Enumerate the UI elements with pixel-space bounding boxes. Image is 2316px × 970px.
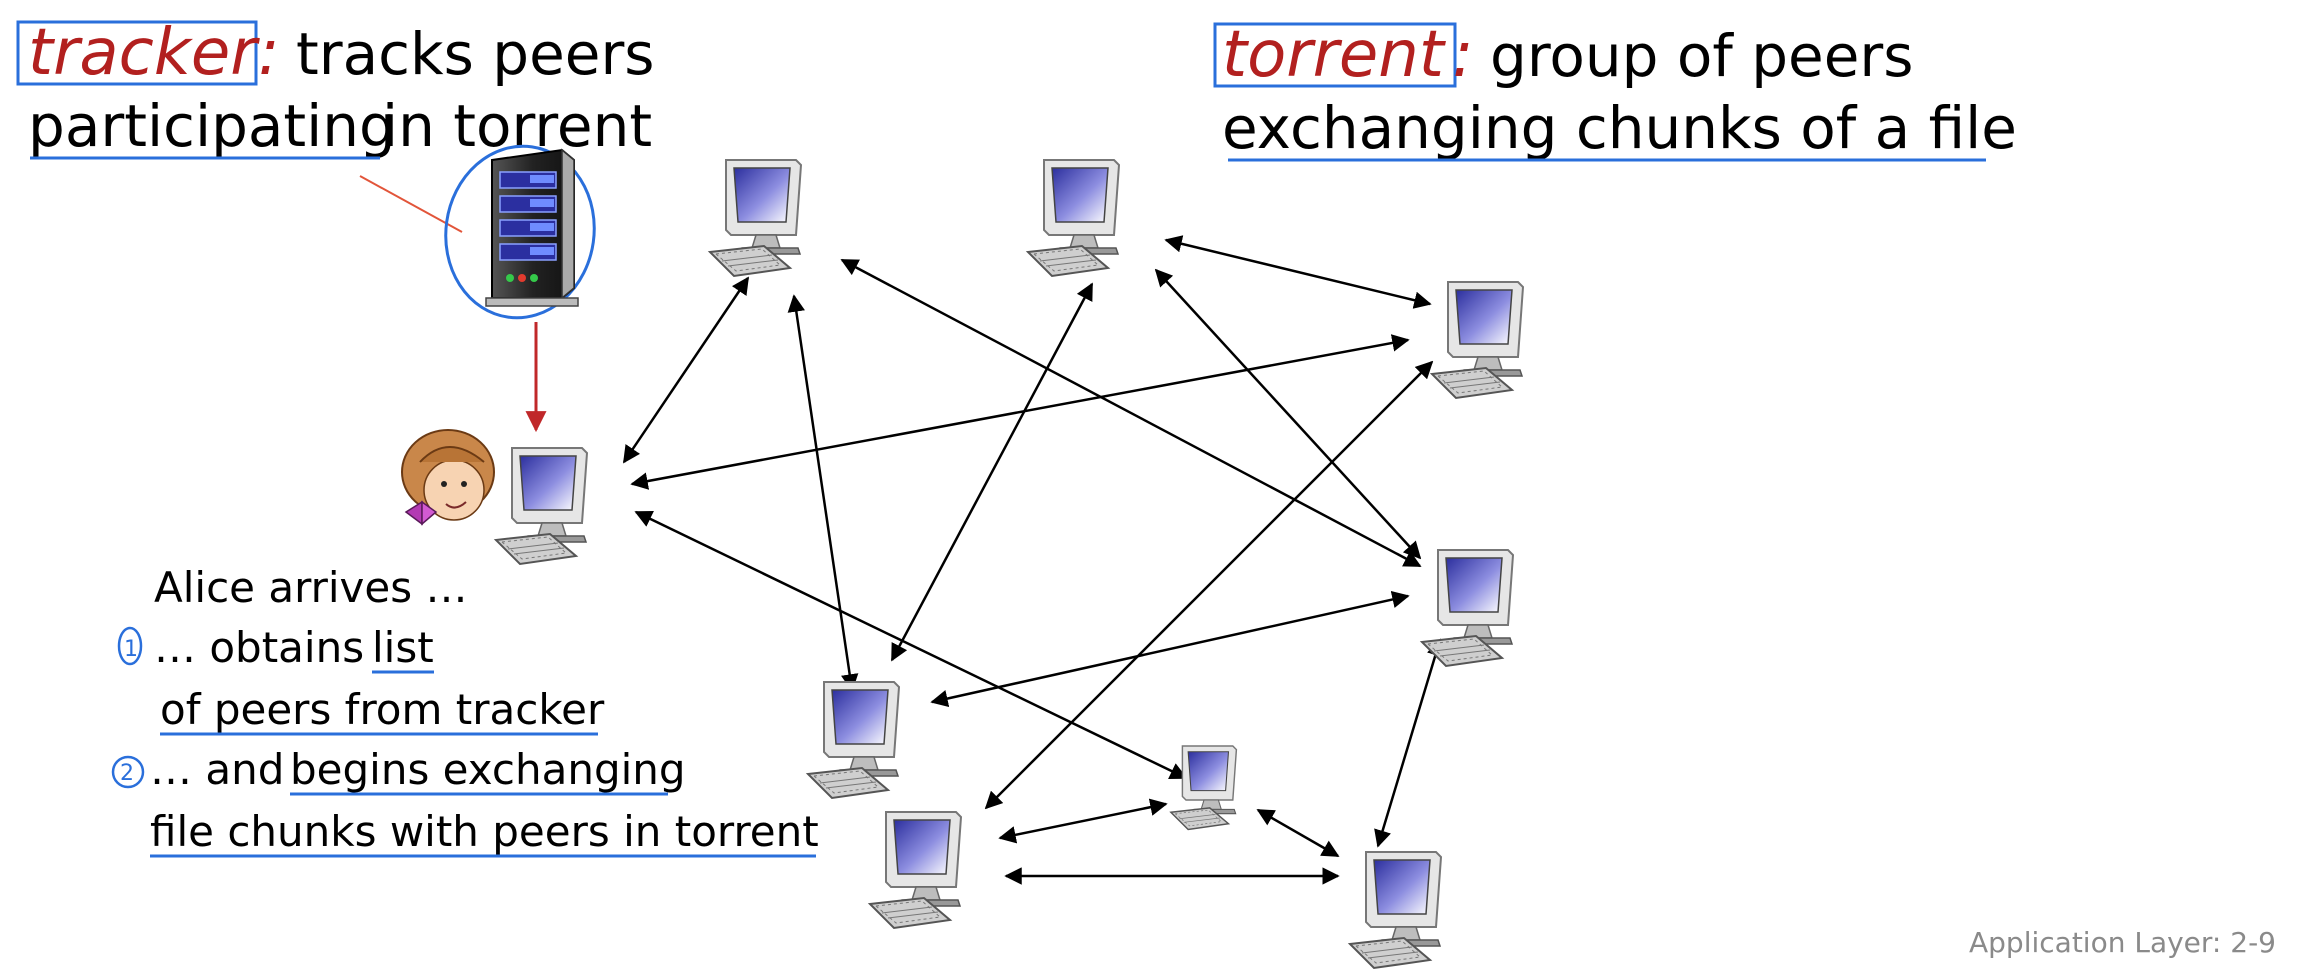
- computer-icon: [807, 681, 900, 799]
- arrow-alice-p3: [630, 334, 1410, 490]
- step1-marker: [117, 626, 143, 666]
- arrow-alice-p7: [634, 510, 1188, 780]
- computer-icon: [1027, 159, 1120, 277]
- torrent-keyword-box: [1213, 22, 1457, 88]
- computer-icon: [869, 811, 962, 929]
- step1-marker-label: 1: [124, 637, 138, 662]
- tracker-line1-rest: tracks peers: [296, 20, 655, 88]
- arrow-p5-p4: [930, 590, 1410, 708]
- step2-marker-label: 2: [120, 761, 134, 786]
- alice-face-icon: [401, 429, 495, 526]
- arrow-p3-p6: [984, 360, 1434, 810]
- arrow-p7-p8: [1256, 808, 1340, 858]
- arrow-p4-p8: [1374, 638, 1444, 848]
- torrent-colon: :: [1452, 18, 1474, 92]
- tracker-keyword-box: [16, 20, 258, 86]
- tracker-title: tracker : tracks peers participating in …: [16, 16, 655, 160]
- tracker-pointer-line: [359, 175, 463, 233]
- arrow-p1-p4: [840, 258, 1422, 568]
- alice-line3: of peers from tracker: [160, 685, 605, 734]
- computer-icon: [1421, 549, 1514, 667]
- tracker-line2-b: in torrent: [382, 92, 652, 160]
- arrow-alice-p1: [622, 276, 750, 464]
- slide-footer: Application Layer: 2-9: [1969, 926, 2276, 959]
- alice-line2-b: list: [372, 623, 434, 672]
- arrow-p2-p3: [1164, 235, 1432, 309]
- tracker-line2-a: participating: [28, 92, 396, 160]
- tracker-circle: [444, 144, 596, 320]
- tracker-keyword: tracker: [28, 16, 260, 90]
- arrow-p6-p7: [998, 798, 1168, 844]
- computer-icon: [709, 159, 802, 277]
- alice-line5: file chunks with peers in torrent: [150, 807, 819, 856]
- alice-line4-b: begins exchanging: [290, 745, 686, 794]
- alice-line1: Alice arrives …: [154, 563, 467, 612]
- computer-icon: [1170, 745, 1238, 831]
- torrent-keyword: torrent: [1222, 18, 1447, 92]
- computer-icon: [1349, 851, 1442, 969]
- torrent-line2: exchanging chunks of a file: [1222, 94, 2017, 162]
- computer-icon: [495, 447, 588, 565]
- server-icon: [485, 149, 579, 307]
- computer-icon: [1431, 281, 1524, 399]
- torrent-title: torrent : group of peers exchanging chun…: [1213, 18, 2017, 162]
- tracker-colon: :: [258, 16, 280, 90]
- step2-marker: [111, 755, 145, 789]
- peer-arrows: [622, 235, 1444, 885]
- alice-line4-a: … and: [150, 745, 284, 794]
- alice-description: Alice arrives … 1 … obtains list of peer…: [111, 563, 819, 858]
- alice-line2-a: … obtains: [154, 623, 364, 672]
- arrow-p1-p5: [787, 294, 859, 692]
- torrent-line1-rest: group of peers: [1490, 22, 1913, 90]
